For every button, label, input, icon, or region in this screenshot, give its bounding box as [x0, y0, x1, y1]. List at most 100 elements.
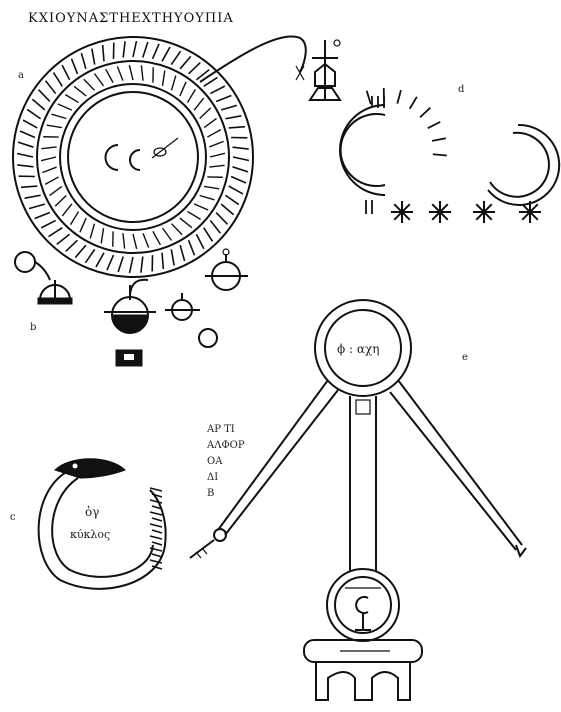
- script-glyph: [106, 69, 113, 82]
- script-glyph: [216, 213, 227, 225]
- script-glyph: [71, 59, 77, 74]
- script-glyph: [204, 118, 216, 127]
- script-glyph: [172, 224, 183, 235]
- panel-a-label: a: [18, 70, 24, 81]
- top-circle-text: ϕ : αχη: [337, 342, 379, 356]
- script-glyph: [162, 228, 171, 240]
- script-glyph: [53, 73, 62, 87]
- ray: [433, 154, 447, 155]
- script-glyph: [123, 233, 125, 248]
- script-glyph: [81, 53, 85, 69]
- serpent-eye: [73, 464, 78, 469]
- scale: [150, 536, 162, 539]
- b-hook-1: [35, 262, 50, 280]
- middle-ring: [37, 61, 229, 253]
- scale: [152, 554, 162, 557]
- script-glyph: [209, 165, 224, 167]
- cross-symbol: [296, 40, 340, 100]
- script-glyph: [231, 177, 246, 184]
- scale: [152, 530, 162, 533]
- ray: [410, 97, 417, 109]
- ray: [420, 108, 430, 118]
- scale: [150, 512, 162, 515]
- script-glyph: [196, 234, 203, 249]
- side-note: ΑΡ ΤΙ: [206, 424, 235, 435]
- script-glyph: [204, 228, 213, 242]
- script-glyph: [41, 147, 56, 149]
- script-glyph: [210, 153, 225, 157]
- script-glyph: [55, 196, 66, 207]
- script-glyph: [90, 224, 94, 239]
- script-glyph: [74, 86, 86, 96]
- script-glyph: [171, 249, 174, 265]
- script-glyph: [133, 234, 137, 249]
- script-glyph: [62, 65, 69, 80]
- script-glyph: [58, 104, 72, 110]
- script-glyph: [221, 105, 237, 109]
- script-glyph: [207, 130, 220, 137]
- script-glyph: [49, 186, 61, 195]
- script-glyph: [117, 66, 123, 80]
- panel-e-label: e: [462, 352, 468, 363]
- script-glyph: [210, 220, 220, 233]
- script-glyph: [180, 56, 191, 68]
- side-note: ΟΑ: [207, 456, 223, 467]
- panel-c-label: c: [10, 512, 16, 523]
- script-glyph: [46, 81, 56, 94]
- script-glyph: [162, 47, 170, 61]
- center-ring: [68, 92, 198, 222]
- script-glyph: [57, 234, 70, 244]
- script-glyph: [62, 204, 72, 216]
- script-glyph: [52, 114, 67, 118]
- bottom-crescent: [356, 597, 368, 613]
- serpent-scales: [150, 488, 162, 569]
- script-glyph: [107, 255, 114, 270]
- script-glyph: [75, 245, 86, 257]
- b-circle-1: [15, 252, 35, 272]
- b-circle-4: [199, 329, 217, 347]
- scale: [152, 542, 162, 545]
- script-glyph: [32, 99, 44, 110]
- script-glyph: [180, 218, 192, 228]
- script-glyph: [101, 228, 103, 243]
- crescent-large: [340, 105, 385, 195]
- script-glyph: [189, 240, 195, 255]
- script-glyph: [171, 51, 180, 64]
- scale: [150, 524, 162, 527]
- script-glyph: [103, 45, 104, 61]
- script-glyph: [143, 233, 149, 247]
- panel-d: d: [340, 84, 559, 223]
- script-glyph: [94, 73, 103, 85]
- script-glyph: [71, 211, 79, 224]
- serpent-text-1: ὀγ: [85, 505, 99, 519]
- script-glyph: [25, 195, 41, 198]
- panel-a: a: [13, 36, 340, 277]
- script-glyph: [233, 167, 249, 172]
- script-glyph: [17, 165, 33, 167]
- right-leg: [398, 380, 522, 545]
- script-glyph: [162, 253, 163, 269]
- script-glyph: [80, 218, 86, 232]
- script-glyph: [200, 108, 211, 119]
- script-glyph: [96, 253, 104, 267]
- script-glyph: [41, 157, 56, 161]
- left-key-stem: [190, 540, 214, 558]
- script-glyph: [233, 147, 249, 149]
- script-glyph: [216, 95, 231, 101]
- script-glyph: [42, 167, 56, 173]
- script-glyph: [187, 89, 195, 102]
- script-glyph: [29, 204, 45, 208]
- script-glyph: [143, 42, 148, 58]
- left-key-ring: [214, 529, 226, 541]
- outer-ring: [13, 37, 253, 277]
- script-glyph: [65, 95, 78, 103]
- script-glyph: [133, 41, 136, 57]
- script-glyph: [27, 109, 40, 118]
- script-glyph: [23, 120, 37, 128]
- script-glyph: [153, 231, 160, 244]
- panel-b-label: b: [30, 322, 36, 333]
- script-glyph: [92, 49, 95, 65]
- script-glyph: [41, 220, 56, 227]
